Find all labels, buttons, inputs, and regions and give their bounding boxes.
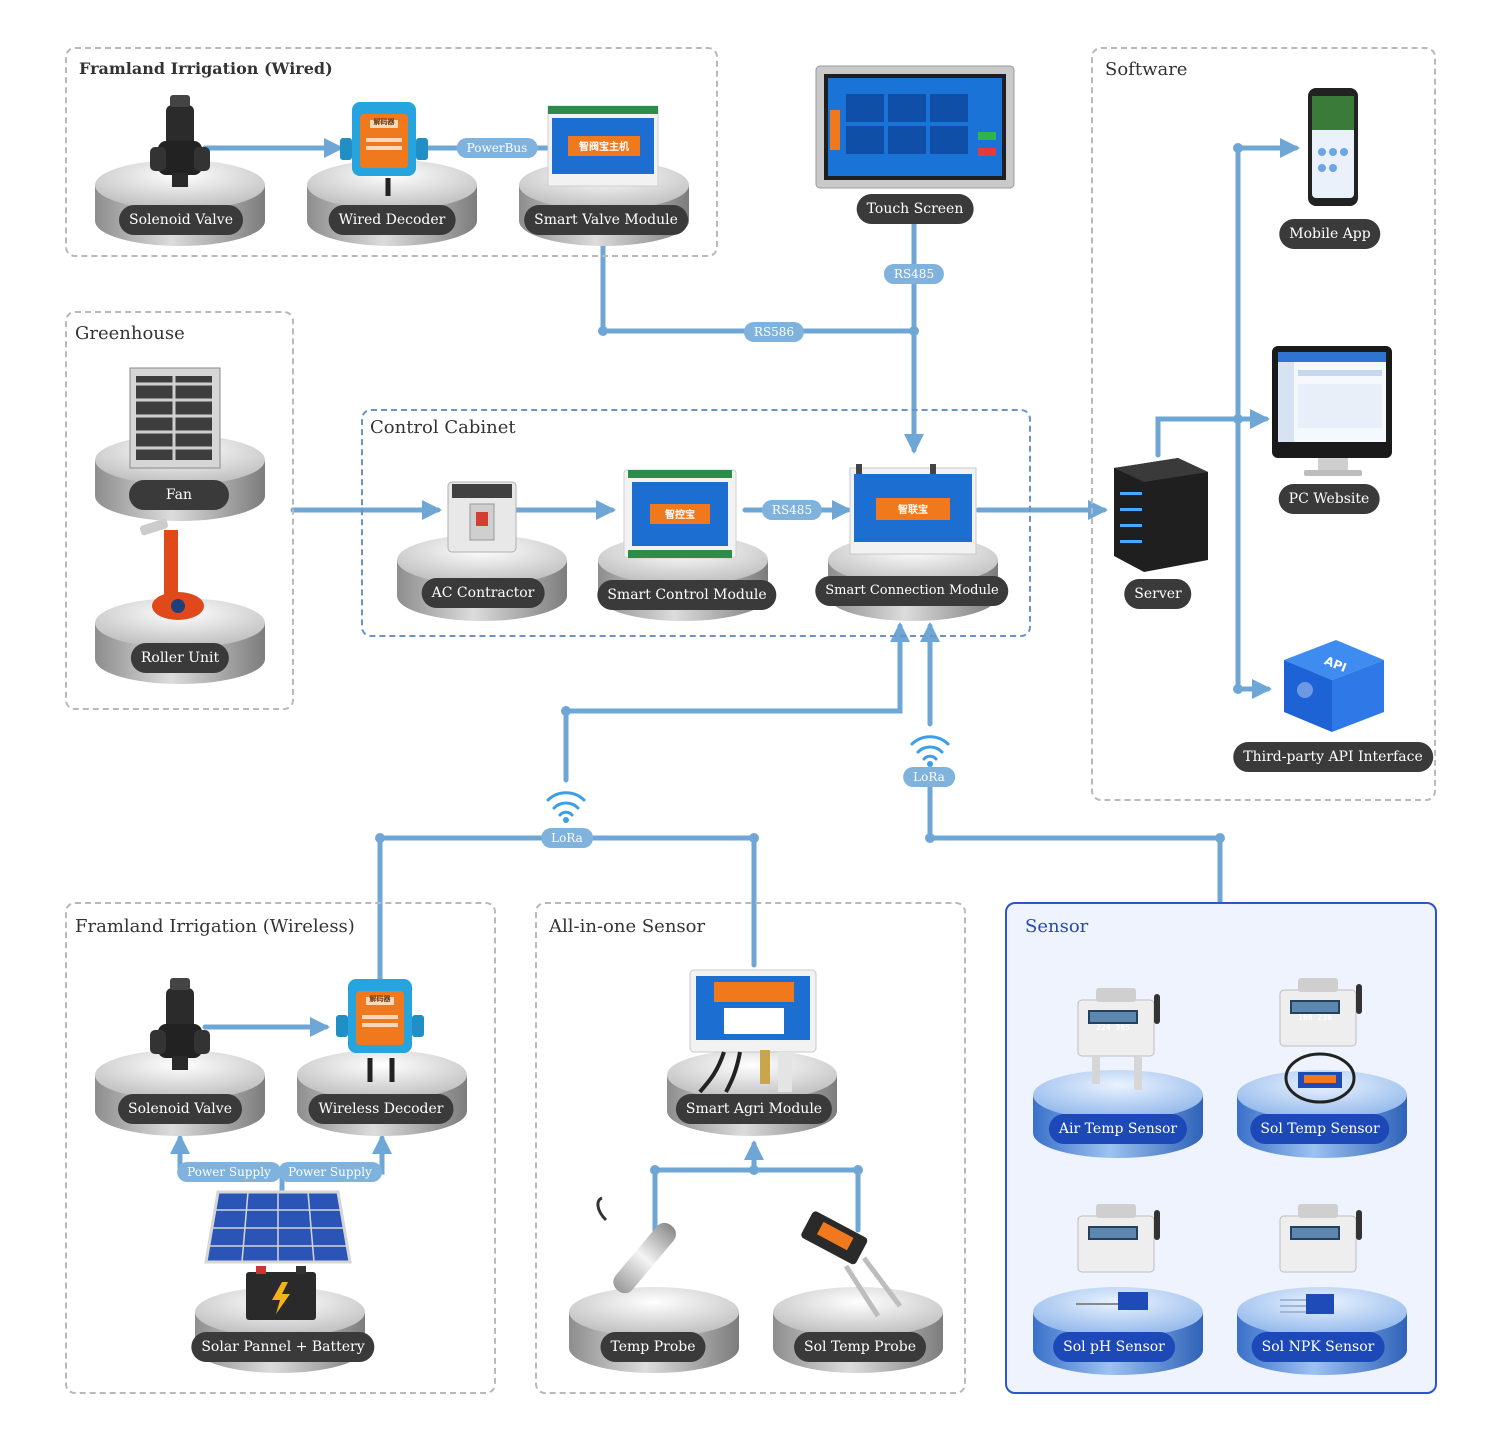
- solenoid-valve-wireless-label: Solenoid Valve: [118, 1094, 242, 1124]
- rs485-cabinet-link-label: RS485: [761, 500, 823, 520]
- api-interface-label: Third-party API Interface: [1233, 742, 1433, 772]
- group-title: Framland Irrigation (Wired): [79, 59, 333, 78]
- group-title: Sensor: [1025, 916, 1089, 937]
- group-all-in-one-sensor: All-in-one Sensor: [535, 902, 966, 1394]
- wireless-decoder-label: Wireless Decoder: [308, 1094, 454, 1124]
- connection-module-screen-text: 智联宝: [898, 503, 928, 516]
- power-supply-right-label: Power Supply: [278, 1162, 382, 1182]
- group-greenhouse: Greenhouse: [65, 311, 294, 710]
- roller-unit-label: Roller Unit: [130, 643, 230, 673]
- air-temp-sensor-label: Air Temp Sensor: [1048, 1114, 1188, 1144]
- solar-battery-label: Solar Pannel + Battery: [191, 1332, 375, 1362]
- smart-valve-module-label: Smart Valve Module: [524, 205, 688, 235]
- wired-decoder-screen-text: 解码器: [374, 117, 396, 126]
- link-server-software: [1155, 416, 1241, 458]
- mobile-app-label: Mobile App: [1279, 219, 1381, 249]
- sol-temp-display-text: 168 238: [1298, 1013, 1332, 1022]
- group-control-cabinet: Control Cabinet: [361, 409, 1031, 637]
- lora-left-link-label: LoRa: [541, 828, 593, 848]
- smart-connection-module-label: Smart Connection Module: [815, 576, 1009, 606]
- wireless-decoder-screen-text: 解码器: [370, 994, 392, 1003]
- control-module-screen-text: 智控宝: [665, 508, 695, 521]
- sol-ph-sensor-label: Sol pH Sensor: [1053, 1332, 1175, 1362]
- smart-agri-module-label: Smart Agri Module: [675, 1094, 833, 1124]
- sol-temp-sensor-label: Sol Temp Sensor: [1250, 1114, 1390, 1144]
- group-wireless-irrigation: Framland Irrigation (Wireless): [65, 902, 496, 1394]
- group-title: Control Cabinet: [370, 417, 516, 438]
- valve-module-screen-text: 智阀宝主机: [579, 140, 629, 153]
- temp-probe-label: Temp Probe: [600, 1332, 706, 1362]
- group-title: Software: [1105, 59, 1188, 80]
- rs485-touch-link-label: RS485: [883, 264, 945, 284]
- touch-screen-label: Touch Screen: [856, 194, 974, 224]
- group-title: Greenhouse: [75, 323, 185, 344]
- sol-npk-sensor-label: Sol NPK Sensor: [1251, 1332, 1385, 1362]
- group-title: Framland Irrigation (Wireless): [75, 916, 355, 937]
- group-software: Software: [1091, 47, 1436, 801]
- group-wired-irrigation: Framland Irrigation (Wired): [65, 47, 718, 257]
- link-lora-left-up: [563, 622, 910, 783]
- smart-control-module-label: Smart Control Module: [597, 580, 777, 610]
- solenoid-valve-wired-label: Solenoid Valve: [119, 205, 243, 235]
- wired-decoder-label: Wired Decoder: [328, 205, 456, 235]
- air-temp-display-text: 224 385: [1096, 1023, 1130, 1032]
- powerbus-link-label: PowerBus: [456, 138, 538, 158]
- rs586-link-label: RS586: [743, 322, 805, 342]
- fan-label: Fan: [129, 480, 229, 510]
- api-icon-text: API: [1322, 654, 1348, 675]
- lora-right-link-label: LoRa: [903, 767, 955, 787]
- pc-website-label: PC Website: [1278, 484, 1380, 514]
- sol-temp-probe-label: Sol Temp Probe: [794, 1332, 926, 1362]
- group-title: All-in-one Sensor: [549, 916, 706, 937]
- ac-contractor-label: AC Contractor: [421, 578, 545, 608]
- server-label: Server: [1124, 579, 1192, 609]
- power-supply-left-label: Power Supply: [177, 1162, 281, 1182]
